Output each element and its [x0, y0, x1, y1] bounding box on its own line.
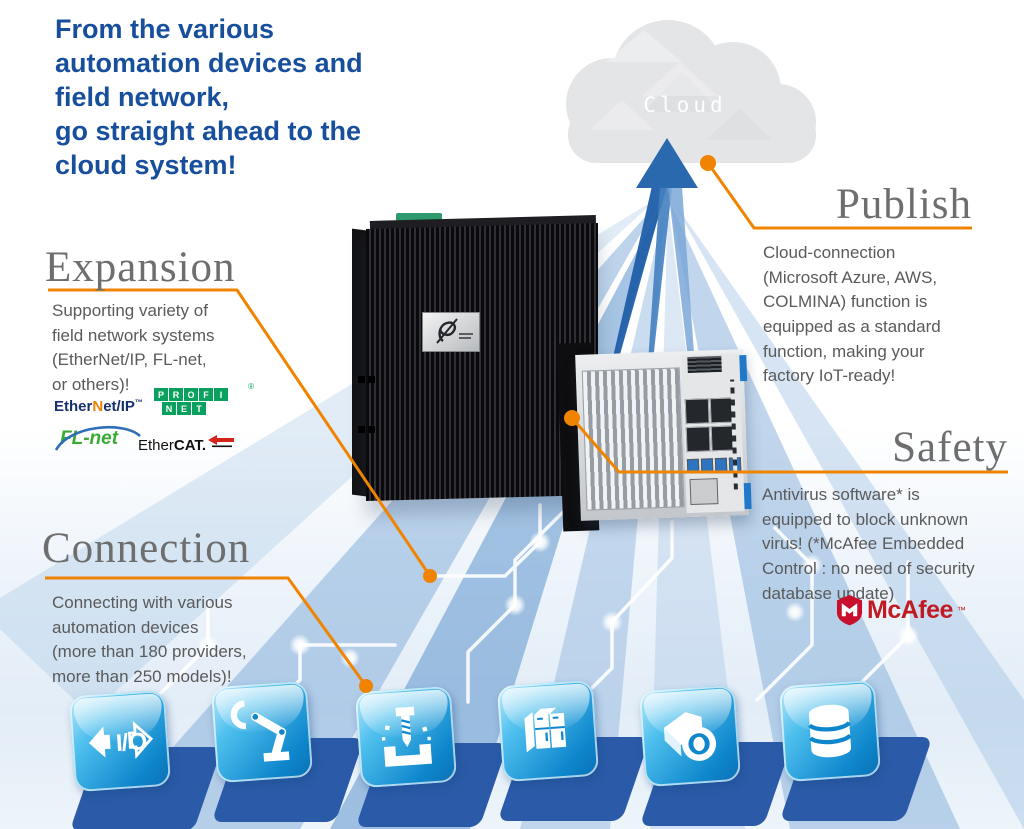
page-title: From the various automation devices and …: [55, 14, 363, 181]
plc-cabinet-icon: [524, 707, 567, 753]
cloud-label: Cloud: [643, 93, 727, 117]
camera-icon: [663, 712, 717, 761]
safety-title: Safety: [892, 424, 1008, 471]
device-tile-robot: [210, 680, 365, 824]
connection-callout-line: [45, 576, 368, 687]
publish-description: Cloud-connection (Microsoft Azure, AWS, …: [763, 243, 941, 386]
device-logo-badge: [422, 312, 480, 352]
device-tile-press: [354, 685, 509, 829]
expansion-title: Expansion: [45, 244, 236, 291]
fl-net-logo: FL-net: [54, 425, 141, 451]
svg-text:I: I: [115, 730, 124, 757]
mcafee-shield-icon: [836, 595, 863, 626]
publish-callout-dot: [700, 155, 716, 171]
ethercat-arrow-icon: [208, 435, 235, 448]
publish-title: Publish: [835, 181, 972, 228]
device-tile-database: [778, 679, 933, 823]
safety-callout-line: [570, 417, 1008, 474]
ethernet-ip-logo: EtherNet/IP™: [54, 398, 143, 415]
press-machine-icon: [381, 706, 433, 767]
database-icon: [808, 704, 852, 758]
device-connector: [396, 213, 442, 222]
device-tile-camera: [638, 684, 793, 828]
safety-description: Antivirus software* is equipped to block…: [762, 485, 975, 603]
expansion-callout-dot: [423, 569, 437, 583]
svg-text:/: /: [121, 729, 130, 756]
device-tile-io: I / O: [68, 689, 223, 829]
connection-callout-dot: [359, 679, 373, 693]
fl-net-swoosh-icon: [54, 425, 141, 451]
badge-glyph-icon: [436, 318, 473, 344]
expansion-callout-line: [48, 288, 432, 577]
field-network-logos: EtherNet/IP™ ® P R O F I N E T FL-net Et…: [52, 382, 254, 466]
publish-callout-line: [706, 162, 972, 230]
robot-arm-icon: [230, 700, 290, 762]
connection-title: Connection: [42, 525, 251, 572]
connection-description: Connecting with various automation devic…: [52, 593, 247, 686]
io-icon: I / O: [88, 721, 154, 759]
cloud-shape: [566, 20, 816, 163]
circuit-traces: [130, 501, 910, 764]
profinet-logo: ® P R O F I N E T: [154, 382, 254, 416]
safety-callout-dot: [564, 410, 580, 426]
device-tile-plc: [496, 679, 651, 823]
ethercat-logo: EtherCAT.: [138, 434, 235, 454]
expansion-description: Supporting variety of field network syst…: [52, 301, 215, 394]
edge-server-image: [352, 213, 598, 502]
